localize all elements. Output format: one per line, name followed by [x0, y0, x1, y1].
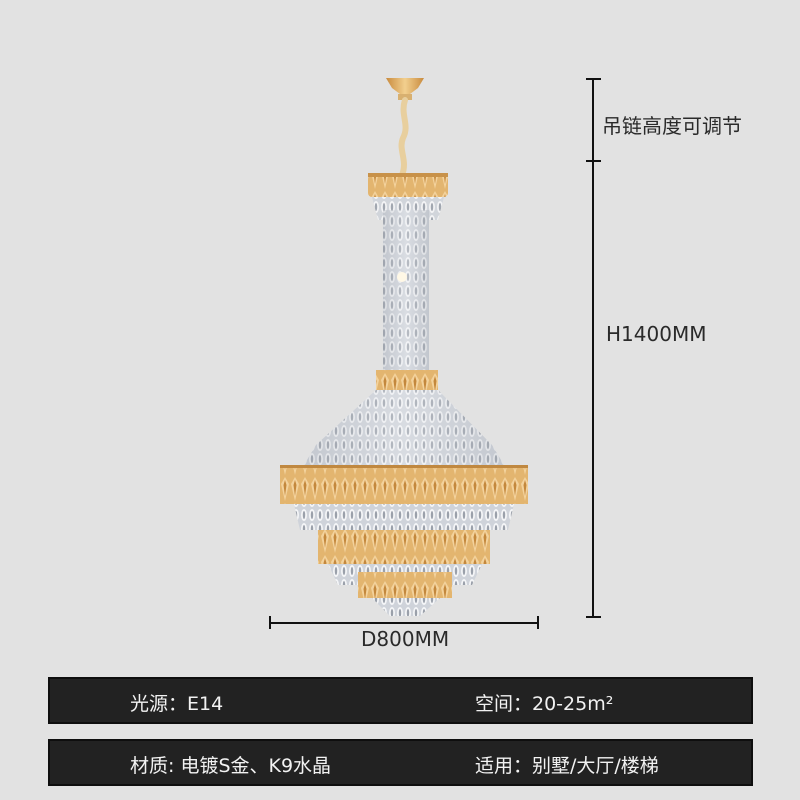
height-dimension-line	[592, 79, 594, 618]
light-source-spec: 光源：E14	[130, 693, 224, 715]
chain-adjustable-label: 吊链高度可调节	[602, 114, 742, 138]
diameter-label: D800MM	[361, 627, 450, 651]
application-spec: 适用：别墅/大厅/楼梯	[475, 755, 659, 777]
height-chain-tick	[586, 160, 601, 162]
diameter-left-tick	[269, 616, 271, 629]
diameter-dimension-line	[269, 622, 539, 624]
material-spec: 材质: 电镀S金、K9水晶	[130, 755, 332, 777]
diameter-right-tick	[537, 616, 539, 629]
chandelier-product-image	[260, 60, 550, 620]
space-spec: 空间：20-25m²	[475, 693, 614, 715]
height-top-tick	[586, 78, 601, 80]
spec-row-2: 材质: 电镀S金、K9水晶 适用：别墅/大厅/楼梯	[48, 739, 753, 786]
height-label: H1400MM	[606, 322, 707, 346]
height-bottom-tick	[586, 616, 601, 618]
spec-row-1: 光源：E14 空间：20-25m²	[48, 677, 753, 724]
